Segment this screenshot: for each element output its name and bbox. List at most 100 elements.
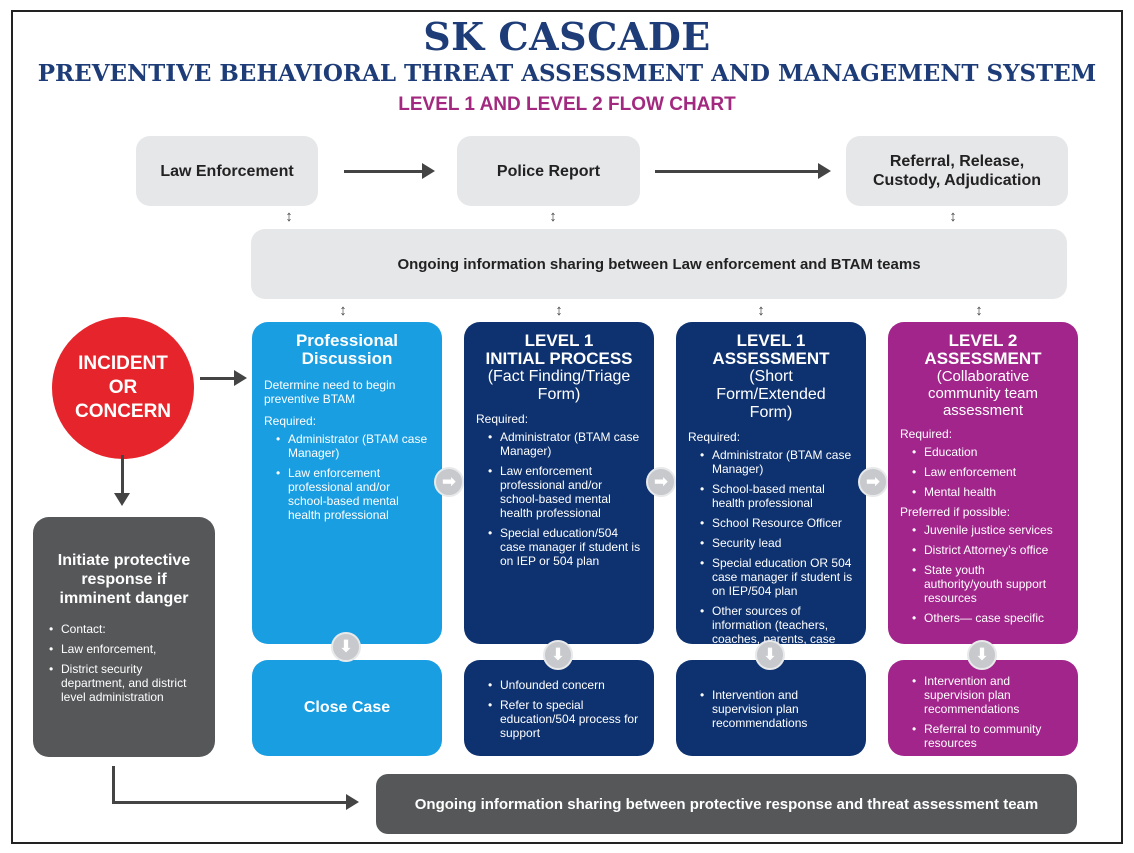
level1-assessment-required-list: Administrator (BTAM case Manager) School… (688, 448, 854, 644)
level1-assessment-outcome-card: Intervention and supervision plan recomm… (676, 660, 866, 756)
protective-response-card: Initiate protective response if imminent… (33, 517, 215, 757)
double-arrow-icon: ↕ (555, 302, 563, 319)
arrow-right-circle-icon: ➡ (646, 467, 676, 497)
list-item: Administrator (BTAM case Manager) (276, 432, 430, 460)
arrow-right-icon (818, 163, 831, 179)
level2-outcome-list: Intervention and supervision plan recomm… (900, 674, 1066, 750)
required-label: Required: (688, 430, 741, 444)
list-item: School-based mental health professional (700, 482, 854, 510)
list-item: Law enforcement professional and/or scho… (276, 466, 430, 522)
info-sharing-bottom-bar: Ongoing information sharing between prot… (376, 774, 1077, 834)
list-item: Mental health (912, 485, 1066, 499)
arrow-down-circle-icon: ⬇ (543, 640, 573, 670)
level2-required-list: Education Law enforcement Mental health (900, 445, 1066, 499)
arrow-down-circle-icon: ⬇ (331, 632, 361, 662)
list-item: District Attorney’s office (912, 543, 1066, 557)
level2-outcome-card: Intervention and supervision plan recomm… (888, 660, 1078, 756)
level1-assessment-title2: ASSESSMENT (712, 349, 830, 368)
arrow-line (112, 801, 348, 804)
level2-assessment-card: LEVEL 2 ASSESSMENT (Collaborative commun… (888, 322, 1078, 644)
list-item: Juvenile justice services (912, 523, 1066, 537)
level2-assessment-subtitle: (Collaborative community team assessment (927, 368, 1039, 419)
list-item: Law enforcement, (49, 642, 203, 656)
incident-or-concern-circle: INCIDENT OR CONCERN (52, 317, 194, 459)
list-item: Administrator (BTAM case Manager) (488, 430, 642, 458)
double-arrow-icon: ↕ (949, 208, 957, 225)
arrow-line (344, 170, 424, 173)
level1-assessment-card: LEVEL 1 ASSESSMENT (Short Form/Extended … (676, 322, 866, 644)
close-case-label: Close Case (303, 699, 391, 716)
arrow-right-icon (346, 794, 359, 810)
required-label: Required: (264, 414, 317, 428)
info-sharing-top-bar: Ongoing information sharing between Law … (251, 229, 1067, 299)
list-item: Others— case specific (912, 611, 1066, 625)
arrow-line (121, 455, 124, 495)
arrow-line (655, 170, 820, 173)
page-title: SK CASCADE (423, 14, 711, 59)
level1-initial-title2: INITIAL PROCESS (485, 349, 633, 368)
close-case-card: Close Case (252, 660, 442, 756)
flow-chart-label: LEVEL 1 AND LEVEL 2 FLOW CHART (398, 94, 736, 115)
list-item: School Resource Officer (700, 516, 854, 530)
list-item: Security lead (700, 536, 854, 550)
level1-initial-process-card: LEVEL 1 INITIAL PROCESS (Fact Finding/Tr… (464, 322, 654, 644)
arrow-down-circle-icon: ⬇ (755, 640, 785, 670)
list-item: Special education/504 case manager if st… (488, 526, 642, 568)
preferred-label: Preferred if possible: (900, 505, 1011, 519)
referral-box: Referral, Release, Custody, Adjudication (846, 136, 1068, 206)
police-report-box: Police Report (457, 136, 640, 206)
list-item: Special education OR 504 case manager if… (700, 556, 854, 598)
list-item: Intervention and supervision plan recomm… (700, 688, 854, 730)
list-item: Law enforcement professional and/or scho… (488, 464, 642, 520)
list-item: Contact: (49, 622, 203, 636)
double-arrow-icon: ↕ (339, 302, 347, 319)
level1-initial-outcome-list: Unfounded concern Refer to special educa… (476, 678, 642, 740)
level2-assessment-title2: ASSESSMENT (924, 349, 1042, 368)
police-report-label: Police Report (496, 162, 601, 180)
double-arrow-icon: ↕ (549, 208, 557, 225)
level1-initial-outcome-card: Unfounded concern Refer to special educa… (464, 660, 654, 756)
level1-initial-required-list: Administrator (BTAM case Manager) Law en… (476, 430, 642, 568)
required-label: Required: (900, 427, 953, 441)
double-arrow-icon: ↕ (975, 302, 983, 319)
list-item: Administrator (BTAM case Manager) (700, 448, 854, 476)
concern-label: CONCERN (74, 401, 172, 422)
level1-initial-subtitle: (Fact Finding/Triage Form) (487, 368, 631, 403)
list-item: Education (912, 445, 1066, 459)
arrow-line (200, 377, 236, 380)
double-arrow-icon: ↕ (757, 302, 765, 319)
list-item: Intervention and supervision plan recomm… (912, 674, 1066, 716)
professional-discussion-card: Professional Discussion Determine need t… (252, 322, 442, 644)
level1-initial-title: LEVEL 1 (524, 331, 594, 350)
or-label: OR (108, 377, 138, 398)
page-subtitle: PREVENTIVE BEHAVIORAL THREAT ASSESSMENT … (37, 60, 1097, 87)
protective-contact-list: Contact: Law enforcement, District secur… (45, 622, 203, 704)
arrow-down-circle-icon: ⬇ (967, 640, 997, 670)
arrow-down-icon (114, 493, 130, 506)
level1-assessment-outcome-list: Intervention and supervision plan recomm… (688, 688, 854, 730)
professional-discussion-title: Professional Discussion (295, 331, 399, 368)
level2-preferred-list: Juvenile justice services District Attor… (900, 523, 1066, 625)
list-item: Law enforcement (912, 465, 1066, 479)
list-item: Other sources of information (teachers, … (700, 604, 854, 644)
law-enforcement-box: Law Enforcement (136, 136, 318, 206)
level1-assessment-subtitle: (Short Form/Extended Form) (716, 368, 826, 421)
list-item: District security department, and distri… (49, 662, 203, 704)
arrow-right-icon (234, 370, 247, 386)
arrow-right-circle-icon: ➡ (858, 467, 888, 497)
professional-required-list: Administrator (BTAM case Manager) Law en… (264, 432, 430, 522)
professional-discussion-desc: Determine need to begin preventive BTAM (264, 378, 396, 406)
level2-assessment-title: LEVEL 2 (948, 331, 1018, 350)
list-item: Refer to special education/504 process f… (488, 698, 642, 740)
incident-label: INCIDENT (78, 353, 168, 374)
required-label: Required: (476, 412, 529, 426)
info-sharing-top-label: Ongoing information sharing between Law … (397, 255, 921, 273)
law-enforcement-label: Law Enforcement (160, 162, 294, 180)
arrow-right-icon (422, 163, 435, 179)
list-item: Unfounded concern (488, 678, 642, 692)
list-item: Referral to community resources (912, 722, 1066, 750)
referral-label-line1: Referral, Release, (889, 153, 1025, 170)
info-sharing-bottom-label: Ongoing information sharing between prot… (414, 795, 1039, 813)
arrow-right-circle-icon: ➡ (434, 467, 464, 497)
protective-response-title: Initiate protective response if imminent… (57, 552, 191, 607)
